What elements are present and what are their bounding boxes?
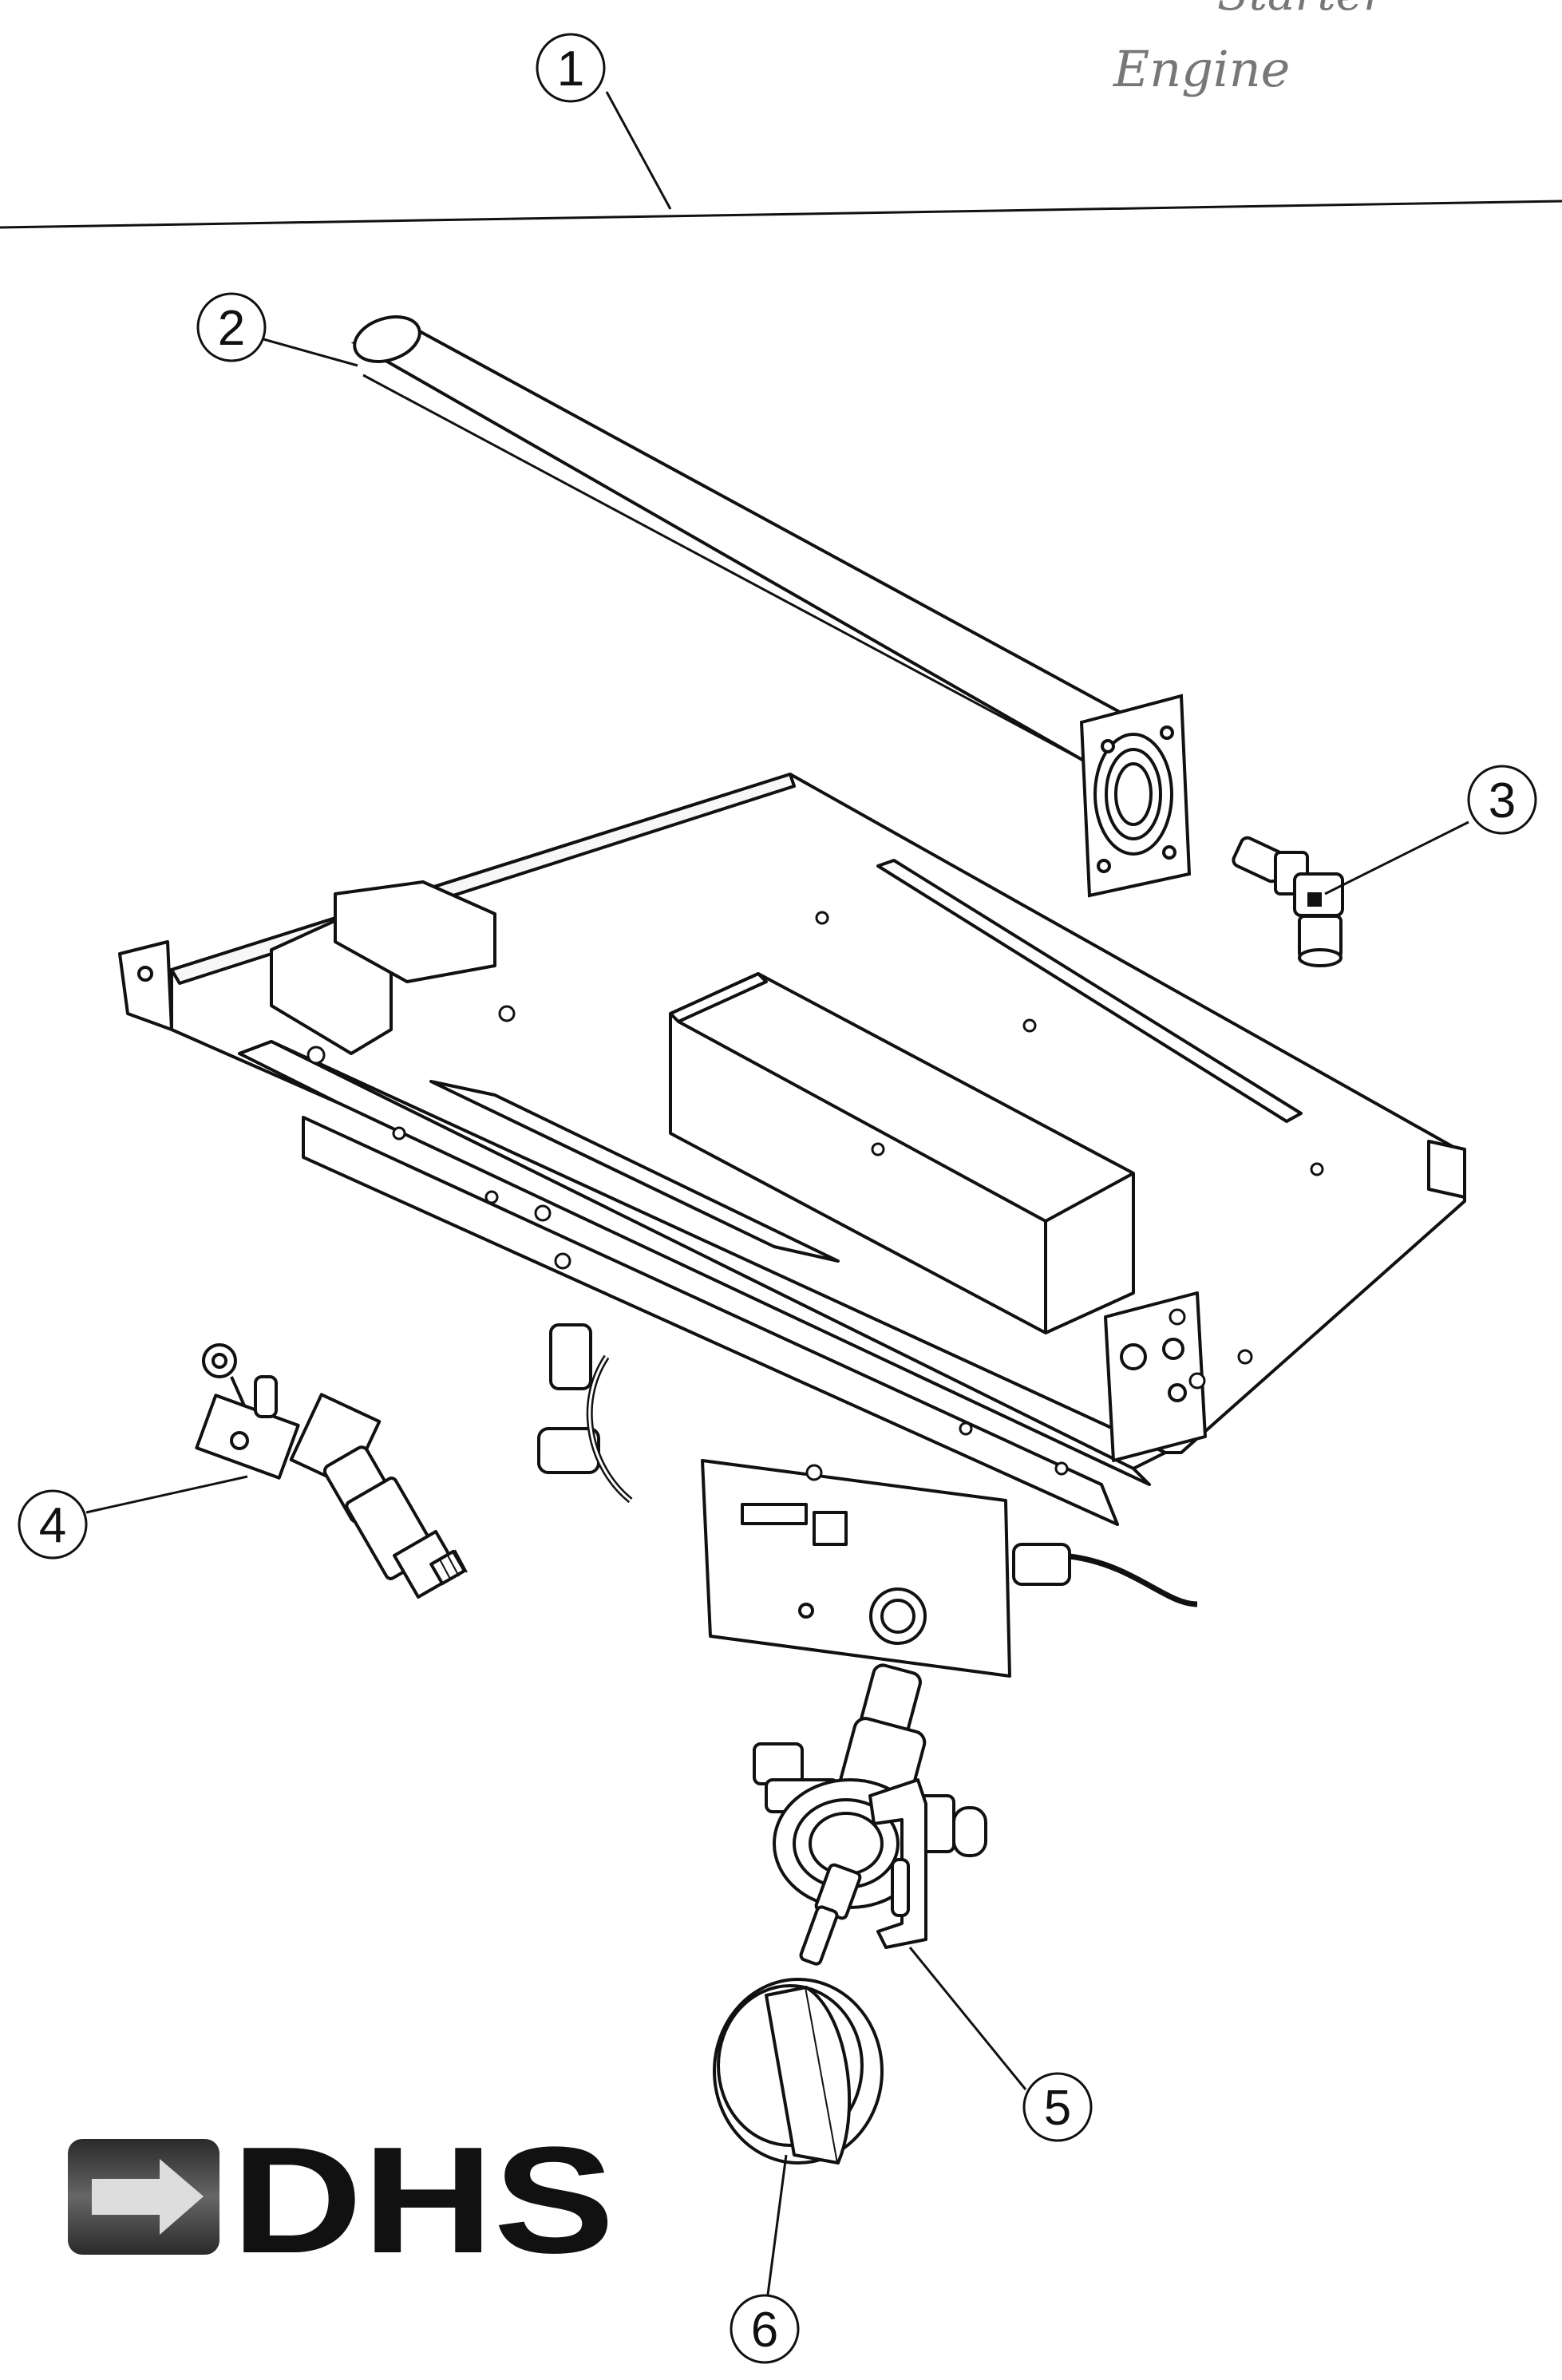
dhs-logo: DHS bbox=[68, 2116, 615, 2285]
logo-wordmark: DHS bbox=[231, 2116, 615, 2285]
callout-5-number: 5 bbox=[1044, 2081, 1071, 2136]
callout-4-number: 4 bbox=[39, 1498, 66, 1553]
callout-6: 6 bbox=[730, 2154, 800, 2364]
callout-1: 1 bbox=[536, 33, 672, 210]
handwritten-note-line2: Engine bbox=[1113, 40, 1290, 98]
callout-2: 2 bbox=[196, 292, 358, 367]
gas-valve-drawing bbox=[753, 1663, 987, 1966]
elbow-fitting-drawing bbox=[1232, 836, 1344, 967]
burner-chassis-drawing bbox=[118, 773, 1466, 1678]
pilot-assembly-drawing bbox=[195, 1343, 468, 1599]
callout-4: 4 bbox=[18, 1475, 248, 1560]
callout-5: 5 bbox=[908, 1947, 1093, 2142]
callout-6-number: 6 bbox=[751, 2303, 778, 2358]
callout-2-number: 2 bbox=[218, 301, 245, 356]
callout-3-number: 3 bbox=[1489, 773, 1516, 828]
callout-3: 3 bbox=[1324, 765, 1537, 895]
callout-1-number: 1 bbox=[557, 42, 584, 97]
control-knob-drawing bbox=[713, 1978, 884, 2165]
burner-tube-drawing bbox=[350, 315, 1192, 898]
assembly-divider-line bbox=[0, 200, 1562, 229]
handwritten-note-line1: Starter bbox=[1217, 0, 1388, 21]
